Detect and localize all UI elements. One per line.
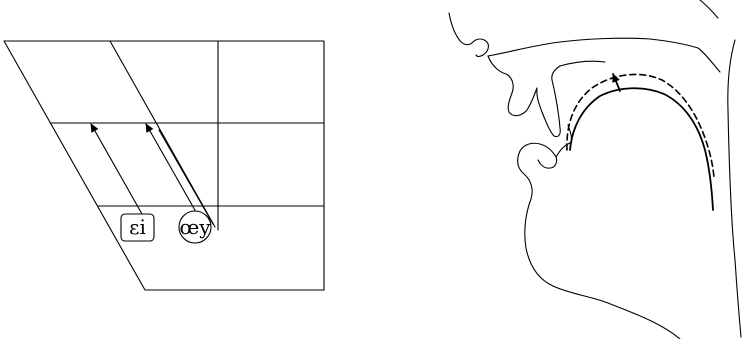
upper-lip — [488, 56, 537, 116]
tongue-target-dashed — [567, 74, 714, 178]
tongue-outline — [570, 88, 713, 210]
nose-outline — [449, 13, 488, 57]
palate-outline — [488, 38, 720, 72]
diphthong-1-label: εi — [129, 215, 146, 239]
chin-and-neck — [518, 151, 680, 339]
vowel-quadrilateral: εi œy — [4, 41, 324, 290]
diphthong-2-arrow-guide — [159, 130, 213, 224]
pharynx-wall — [728, 40, 741, 337]
lower-teeth — [556, 125, 571, 157]
diphthong-1-arrow — [91, 124, 142, 214]
vocal-tract-diagram — [449, 0, 741, 339]
lower-lip — [520, 143, 557, 168]
diphthong-2-label: œy — [179, 215, 211, 239]
head-outline-top — [700, 0, 718, 18]
quadrilateral-outline — [4, 41, 324, 290]
